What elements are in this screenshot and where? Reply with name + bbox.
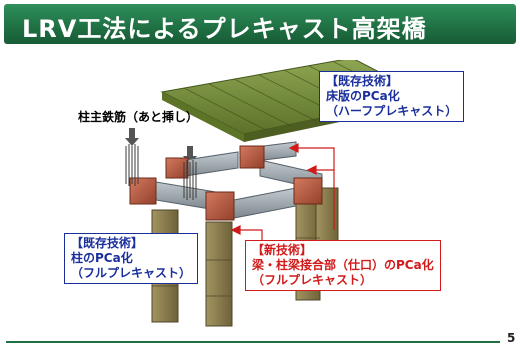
column-tag: 【既存技術】 — [71, 236, 144, 250]
floor-slab-callout: 【既存技術】 床版のPCa化 （ハーフプレキャスト） — [319, 71, 465, 122]
page-number: 5 — [507, 331, 516, 345]
column-rebar — [125, 144, 197, 200]
column-line2: （フルプレキャスト） — [71, 266, 192, 280]
joint-line2: （フルプレキャスト） — [252, 273, 373, 287]
floor-slab-line2: （ハーフプレキャスト） — [326, 104, 458, 118]
joint-callout: 【新技術】 梁・柱梁接合部（仕口）のPCa化 （フルプレキャスト） — [245, 240, 441, 291]
joint-tag: 【新技術】 — [252, 243, 313, 257]
column-line1: 柱のPCa化 — [71, 251, 133, 265]
beam-column-joints — [129, 145, 323, 221]
column-rebar-label: 柱主鉄筋（あと挿し） — [78, 110, 199, 124]
title-bar: LRV工法によるプレキャスト高架橋 — [4, 4, 516, 44]
floor-slab-line1: 床版のPCa化 — [326, 89, 400, 103]
column-callout: 【既存技術】 柱のPCa化 （フルプレキャスト） — [64, 233, 199, 284]
joint-line1: 梁・柱梁接合部（仕口）のPCa化 — [252, 258, 434, 272]
floor-slab-tag: 【既存技術】 — [326, 74, 399, 88]
footer-rule — [6, 341, 500, 343]
page-title: LRV工法によるプレキャスト高架橋 — [22, 15, 427, 43]
